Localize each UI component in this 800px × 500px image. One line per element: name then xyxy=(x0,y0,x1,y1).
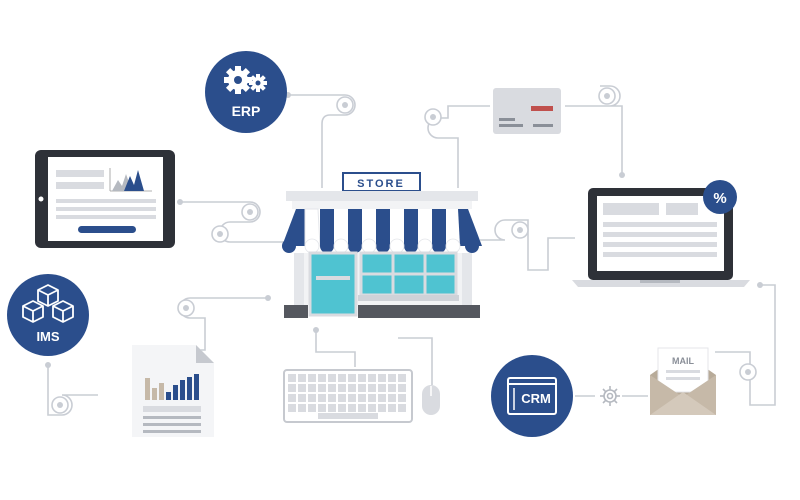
report-document-icon xyxy=(132,345,214,437)
keyboard-key xyxy=(388,374,396,382)
keyboard-key xyxy=(398,404,406,412)
keyboard-key xyxy=(328,394,336,402)
keyboard-key xyxy=(398,394,406,402)
mouse-icon xyxy=(422,385,440,415)
keyboard-key xyxy=(338,384,346,392)
keyboard-key xyxy=(378,384,386,392)
keyboard-key xyxy=(328,384,336,392)
keyboard-key xyxy=(368,404,376,412)
mail-envelope-icon: MAIL xyxy=(650,347,716,415)
awning xyxy=(282,208,482,254)
keyboard-key xyxy=(308,394,316,402)
keyboard-key xyxy=(378,394,386,402)
keyboard-key xyxy=(288,384,296,392)
keyboard-key xyxy=(288,374,296,382)
keyboard-key xyxy=(298,374,306,382)
keyboard-key xyxy=(338,394,346,402)
cubes-icon xyxy=(22,284,74,323)
credit-card-icon xyxy=(493,88,561,134)
keyboard-key xyxy=(308,374,316,382)
tablet-icon xyxy=(35,150,175,248)
keyboard-key xyxy=(358,374,366,382)
keyboard-key xyxy=(378,374,386,382)
keyboard-key xyxy=(358,404,366,412)
keyboard-key xyxy=(348,384,356,392)
keyboard-icon xyxy=(283,369,413,423)
keyboard-key xyxy=(298,404,306,412)
store-icon: STORE xyxy=(282,172,482,318)
keyboard-key xyxy=(288,404,296,412)
keyboard-key xyxy=(308,404,316,412)
ims-badge: IMS xyxy=(7,274,89,356)
keyboard-key xyxy=(338,374,346,382)
laptop-icon: % xyxy=(572,180,750,287)
gears-icon xyxy=(224,66,267,94)
keyboard-key xyxy=(368,374,376,382)
keyboard-key xyxy=(328,374,336,382)
keyboard-key xyxy=(288,394,296,402)
keyboard-key xyxy=(318,374,326,382)
keyboard-key xyxy=(378,404,386,412)
keyboard-key xyxy=(398,374,406,382)
keyboard-key xyxy=(298,394,306,402)
mail-label: MAIL xyxy=(672,356,694,366)
keyboard-key xyxy=(318,404,326,412)
gear-icon xyxy=(600,386,620,406)
percent-label: % xyxy=(713,190,726,207)
window-icon xyxy=(507,377,557,415)
keyboard-key xyxy=(398,384,406,392)
keyboard-key xyxy=(368,394,376,402)
percent-badge: % xyxy=(703,180,737,214)
mini-chart-icon xyxy=(109,168,152,192)
crm-badge: CRM xyxy=(491,355,573,437)
erp-label: ERP xyxy=(232,103,261,119)
crm-label: CRM xyxy=(521,391,551,406)
keyboard-key xyxy=(358,384,366,392)
connector-nodes xyxy=(45,87,763,414)
keyboard-key xyxy=(328,404,336,412)
keyboard-key xyxy=(318,384,326,392)
ims-label: IMS xyxy=(36,329,59,344)
keyboard-key xyxy=(348,374,356,382)
keyboard-key xyxy=(348,404,356,412)
keyboard-key xyxy=(358,394,366,402)
keyboard-key xyxy=(308,384,316,392)
keyboard-key xyxy=(348,394,356,402)
keyboard-key xyxy=(298,384,306,392)
keyboard-key xyxy=(338,404,346,412)
erp-badge: ERP xyxy=(205,51,287,133)
keyboard-key xyxy=(388,404,396,412)
store-sign: STORE xyxy=(357,178,405,190)
keyboard-key xyxy=(318,394,326,402)
keyboard-key xyxy=(368,384,376,392)
space-bar xyxy=(318,413,378,419)
keyboard-key xyxy=(388,394,396,402)
keyboard-key xyxy=(388,384,396,392)
